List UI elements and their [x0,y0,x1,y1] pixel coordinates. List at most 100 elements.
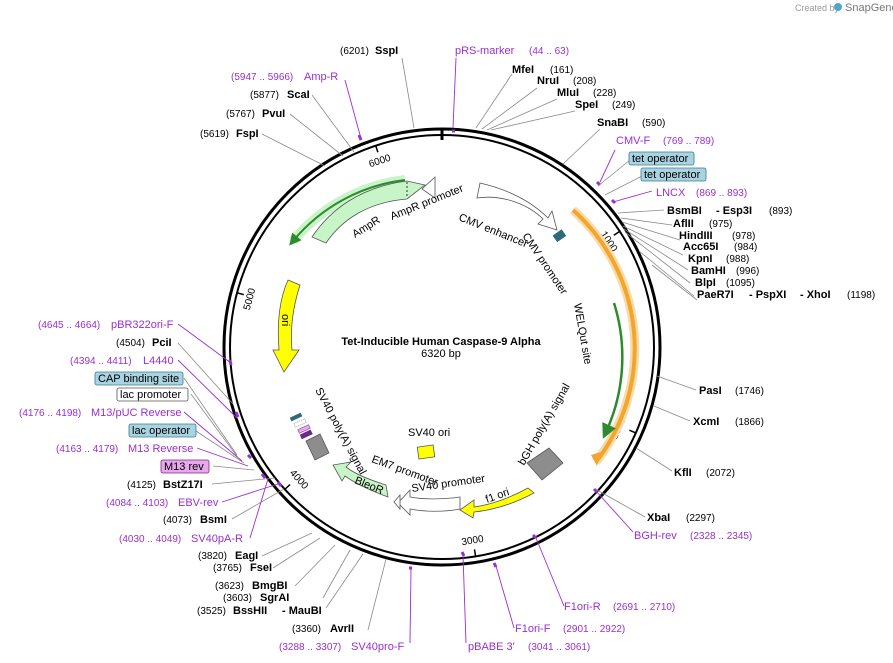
primer-labels: pRS-marker (44 .. 63) (5947 .. 5966) Amp… [19,45,752,653]
primer-mark [460,551,466,557]
site-name: - Esp3I [716,205,752,217]
primer-mark [234,411,240,418]
bleor-feature [332,461,389,498]
site-name: PciI [152,337,172,349]
site-name: SpeI [575,99,598,111]
sv40pa-mark [299,429,313,440]
site-name: AvrII [330,623,354,635]
site-name: BstZ17I [163,479,203,491]
site-pos: (5767) [226,109,255,120]
primer-range: (4163 .. 4179) [56,444,118,455]
cmv-promoter-label: CMV promoter [520,231,570,297]
lac-promoter-mark [293,418,307,428]
credit-text: Created by [795,3,840,13]
site-name: HindIII [679,230,713,242]
site-name: PasI [699,385,722,397]
site-name: XcmI [693,416,719,428]
tick-mark [284,484,291,490]
site-name: SnaBI [597,117,628,129]
sv40-ori-feature [416,444,436,460]
primer-name: M13 Reverse [128,443,193,455]
primer-name: L4440 [143,355,174,367]
welqut-site-label: WELQut site [571,302,594,365]
site-name: BssHII [233,605,267,617]
site-pos: (1866) [735,417,764,428]
credit-brand: SnapGene [845,2,893,14]
site-pos: (6201) [340,46,369,57]
site-pos: (4125) [127,480,156,491]
site-pos: (1095) [726,278,755,289]
site-name: BlpI [695,277,716,289]
primer-range: (4645 .. 4664) [38,320,100,331]
primer-name: SV40pA-R [191,533,243,545]
ampr-green-arc [289,179,406,246]
site-name: SgrAI [260,592,289,604]
m13-rev-mark [297,424,311,434]
site-pos: (161) [550,65,573,76]
site-pos: (3820) [198,551,227,562]
site-name: MfeI [512,64,534,76]
site-pos: (208) [573,76,596,87]
site-name: FseI [250,562,272,574]
ampr-promoter-feature [421,176,436,199]
tick-label: 3000 [461,534,485,548]
primer-range: (4030 .. 4049) [119,534,181,545]
site-name: Acc65I [683,241,718,253]
primer-name: F1ori-R [564,601,601,613]
site-pos: (5877) [250,90,279,101]
primer-name: F1ori-F [515,623,551,635]
sv40-polya-label: SV40 poly(A) signal [312,386,368,477]
site-pos: (1198) [847,290,875,301]
primer-mark [531,533,538,540]
plasmid-name: Tet-Inducible Human Caspase-9 Alpha [341,336,541,348]
site-labels: (6201) SspI MfeI (161) NruI (208) MluI (… [116,45,875,635]
primer-mark [246,453,253,460]
cmv-feature [476,182,558,231]
f1-ori-feature [459,487,535,519]
tick-mark [629,429,637,434]
site-name: BamHI [691,265,726,277]
primer-range: (44 .. 63) [529,46,569,57]
primer-range: (769 .. 789) [663,136,714,147]
site-pos: (984) [734,242,757,253]
ampr-label: AmpR [350,214,382,240]
site-name: PaeR7I [697,289,734,301]
ampr-feature [311,180,426,244]
site-name: BsmBI [667,205,702,217]
m13-rev-label: M13 rev [164,461,204,473]
site-pos: (228) [593,88,616,99]
primer-name: EBV-rev [178,497,219,509]
site-pos: (3765) [213,563,242,574]
cap-binding-site-label: CAP binding site [98,373,179,385]
cap-binding-site-box [94,371,184,386]
site-pos: (1746) [735,386,764,397]
site-pos: (2297) [686,513,715,524]
lac-operator-label: lac operator [132,425,190,437]
site-pos: (3525) [197,606,226,617]
em7-feature [393,493,401,511]
site-name: - PspXI [749,289,786,301]
ori-feature [272,279,301,373]
lac-operator-mark [289,412,303,422]
site-name: KpnI [688,253,712,265]
sv40-promoter-feature [397,488,461,516]
primer-range: (3288 .. 3307) [279,642,341,653]
lac-promoter-label: lac promoter [120,389,181,401]
site-name: AflII [673,218,694,230]
welqut-green-arc [602,302,624,439]
site-name: SspI [375,45,398,57]
primer-name: pRS-marker [455,45,515,57]
site-pos: (249) [612,100,635,111]
primer-name: Amp-R [304,71,338,83]
primer-name: CMV-F [616,135,651,147]
site-pos: (4073) [163,515,192,526]
site-name: BsmI [200,514,227,526]
tick-label: 6000 [368,153,393,171]
cmv-enhancer-label: CMV enhancer [457,212,530,251]
tick-mark [473,549,477,557]
tet-operator-label: tet operator [644,169,701,181]
primer-mark [276,481,283,487]
site-pos: (975) [709,219,732,230]
site-pos: (3603) [223,593,252,604]
site-name: EagI [235,550,258,562]
